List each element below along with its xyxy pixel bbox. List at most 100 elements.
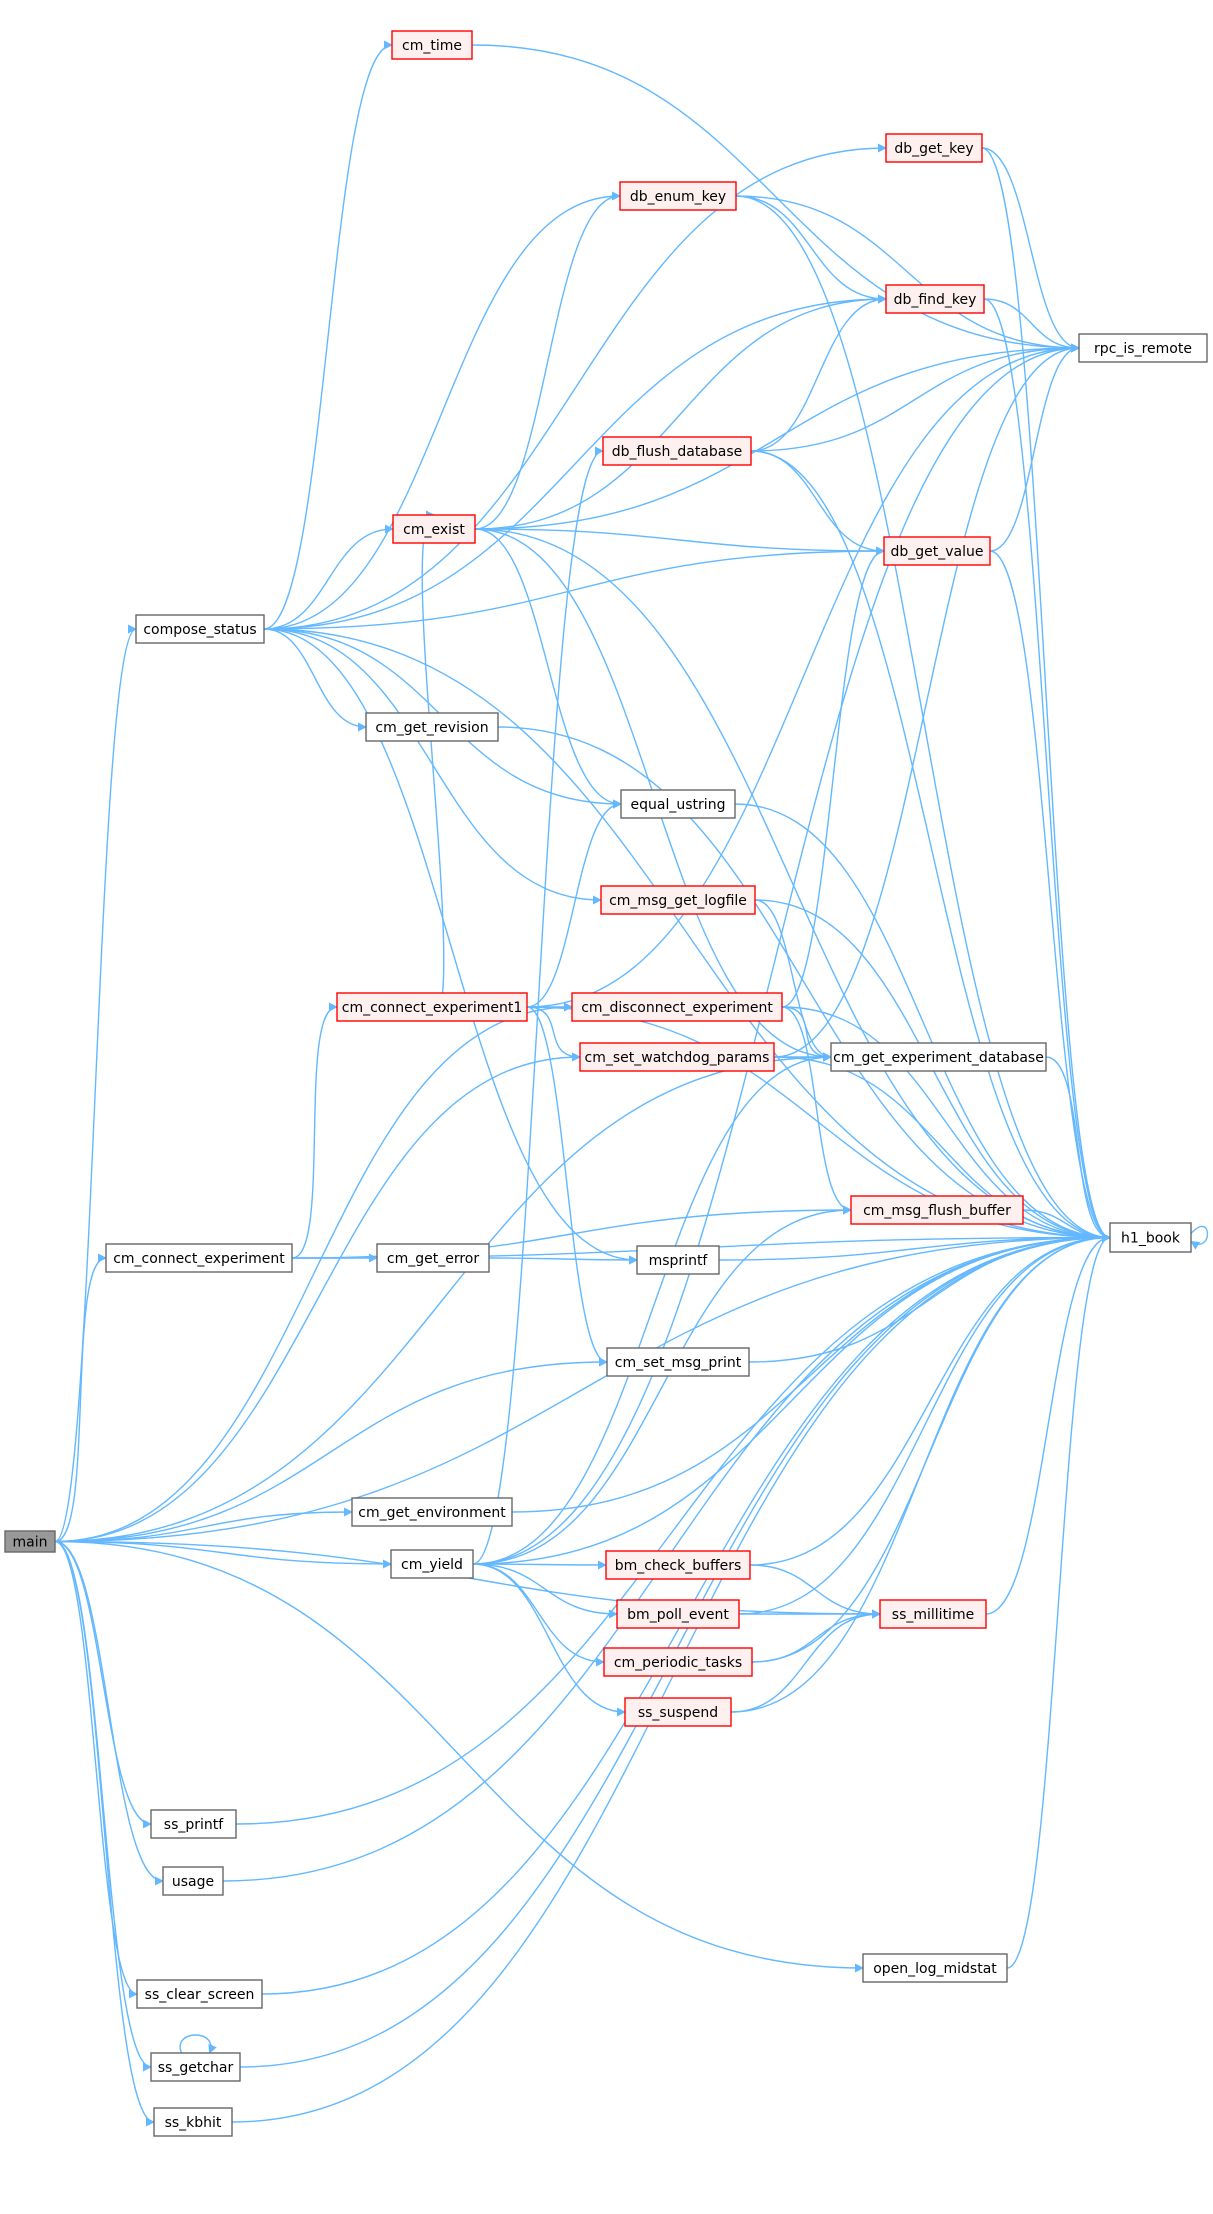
call-edge-ss_getchar-to-ss_getchar: [179, 2034, 217, 2054]
node-db-enum-key[interactable]: db_enum_key: [619, 181, 737, 211]
node-db-get-key[interactable]: db_get_key: [885, 133, 983, 163]
call-edge-compose_status-to-cm_exist: [263, 524, 394, 630]
call-edge-db_flush_database-to-db_get_value: [750, 450, 885, 556]
node-box: [1109, 1222, 1192, 1253]
node-main[interactable]: main: [4, 1530, 56, 1553]
node-label: cm_periodic_tasks: [614, 1655, 742, 1671]
call-edge-main-to-ss_kbhit: [54, 1540, 155, 2127]
node-cm-get-error[interactable]: cm_get_error: [376, 1243, 490, 1273]
call-edge-db_get_key-to-rpc_is_remote: [981, 147, 1080, 353]
node-ss-kbhit[interactable]: ss_kbhit: [153, 2107, 233, 2137]
node-db-get-value[interactable]: db_get_value: [883, 536, 991, 566]
node-cm-disconnect-experiment[interactable]: cm_disconnect_experiment: [571, 992, 783, 1022]
call-edge-main-to-cm_set_watchdog_params: [54, 1052, 581, 1543]
node-cm-msg-flush-buffer[interactable]: cm_msg_flush_buffer: [850, 1195, 1024, 1225]
node-cm-msg-get-logfile[interactable]: cm_msg_get_logfile: [600, 885, 756, 915]
node-label: db_enum_key: [630, 189, 726, 205]
node-rpc-is-remote[interactable]: rpc_is_remote: [1078, 333, 1208, 363]
node-cm-get-environment[interactable]: cm_get_environment: [351, 1497, 513, 1527]
call-edge-main-to-h1_book: [54, 1233, 1111, 1543]
node-cm-connect-experiment1[interactable]: cm_connect_experiment1: [336, 992, 528, 1022]
node-cm-exist[interactable]: cm_exist: [392, 514, 476, 544]
node-box: [336, 992, 528, 1022]
node-label: cm_get_environment: [358, 1505, 506, 1521]
node-label: ss_millitime: [892, 1607, 974, 1623]
node-box: [624, 1697, 732, 1727]
node-db-find-key[interactable]: db_find_key: [885, 284, 985, 314]
node-box: [351, 1497, 513, 1527]
node-box: [162, 1866, 224, 1896]
node-ss-suspend[interactable]: ss_suspend: [624, 1697, 732, 1727]
node-msprintf[interactable]: msprintf: [636, 1245, 720, 1275]
call-edge-cm_exist-to-db_enum_key: [474, 191, 621, 530]
call-edge-bm_check_buffers-to-h1_book: [749, 1233, 1111, 1566]
node-h1-book[interactable]: h1_book: [1109, 1222, 1192, 1253]
node-box: [579, 1042, 775, 1072]
node-label: db_get_value: [890, 544, 983, 560]
call-edge-cm_exist-to-db_find_key: [474, 294, 887, 530]
node-label: bm_check_buffers: [615, 1558, 742, 1574]
call-edge-cm_get_revision-to-h1_book: [497, 726, 1111, 1242]
node-label: rpc_is_remote: [1094, 341, 1192, 357]
node-ss-getchar[interactable]: ss_getchar: [150, 2052, 241, 2082]
call-edge-main-to-cm_connect_experiment: [54, 1253, 107, 1543]
node-cm-set-watchdog-params[interactable]: cm_set_watchdog_params: [579, 1042, 775, 1072]
node-box: [376, 1243, 490, 1273]
node-label: cm_set_watchdog_params: [585, 1050, 770, 1066]
node-ss-printf[interactable]: ss_printf: [150, 1809, 237, 1839]
node-cm-get-revision[interactable]: cm_get_revision: [365, 712, 499, 742]
call-edge-main-to-ss_printf: [54, 1540, 152, 1829]
node-box: [603, 1647, 753, 1677]
node-label: cm_get_error: [387, 1251, 479, 1267]
node-label: db_get_key: [894, 141, 973, 157]
call-edge-cm_yield-to-cm_periodic_tasks: [472, 1563, 605, 1667]
node-open-log-midstat[interactable]: open_log_midstat: [862, 1953, 1008, 1983]
node-label: ss_kbhit: [165, 2115, 222, 2131]
node-box: [390, 1549, 474, 1579]
node-label: cm_time: [402, 38, 462, 54]
call-edge-cm_yield-to-h1_book: [472, 1233, 1111, 1565]
node-label: cm_connect_experiment: [113, 1251, 285, 1267]
node-label: main: [13, 1535, 48, 1551]
call-edge-cm_connect_experiment1-to-rpc_is_remote: [526, 343, 1080, 1008]
node-compose-status[interactable]: compose_status: [135, 614, 265, 644]
node-cm-connect-experiment[interactable]: cm_connect_experiment: [105, 1243, 293, 1273]
call-edge-db_enum_key-to-rpc_is_remote: [735, 195, 1080, 353]
node-box: [885, 284, 985, 314]
call-edge-cm_time-to-rpc_is_remote: [471, 44, 1080, 353]
node-cm-yield[interactable]: cm_yield: [390, 1549, 474, 1579]
call-edge-db_find_key-to-rpc_is_remote: [983, 298, 1080, 353]
node-ss-millitime[interactable]: ss_millitime: [879, 1599, 987, 1629]
call-edge-open_log_midstat-to-h1_book: [1006, 1233, 1111, 1969]
call-edge-cm_get_environment-to-h1_book: [511, 1233, 1111, 1513]
node-label: ss_clear_screen: [145, 1987, 255, 2003]
node-ss-clear-screen[interactable]: ss_clear_screen: [136, 1979, 263, 2009]
node-cm-set-msg-print[interactable]: cm_set_msg_print: [606, 1347, 750, 1377]
node-label: cm_yield: [401, 1557, 463, 1573]
call-edge-main-to-cm_disconnect_experiment: [54, 1002, 573, 1543]
node-box: [105, 1243, 293, 1273]
node-bm-poll-event[interactable]: bm_poll_event: [616, 1599, 740, 1629]
call-edge-cm_disconnect_experiment-to-cm_get_experiment_database: [781, 1006, 832, 1062]
node-usage[interactable]: usage: [162, 1866, 224, 1896]
node-cm-get-experiment-database[interactable]: cm_get_experiment_database: [830, 1042, 1047, 1072]
call-edge-cm_get_error-to-msprintf: [488, 1255, 638, 1265]
node-equal-ustring[interactable]: equal_ustring: [620, 789, 736, 819]
call-edge-cm_set_msg_print-to-h1_book: [748, 1233, 1111, 1363]
node-cm-time[interactable]: cm_time: [391, 30, 473, 60]
call-edge-db_get_key-to-h1_book: [981, 147, 1111, 1242]
node-label: ss_suspend: [638, 1705, 718, 1721]
node-box: [365, 712, 499, 742]
node-cm-periodic-tasks[interactable]: cm_periodic_tasks: [603, 1647, 753, 1677]
call-edge-bm_check_buffers-to-ss_millitime: [749, 1564, 881, 1619]
node-box: [606, 1347, 750, 1377]
node-label: cm_msg_get_logfile: [609, 893, 747, 909]
node-box: [153, 2107, 233, 2137]
node-bm-check-buffers[interactable]: bm_check_buffers: [605, 1550, 751, 1580]
node-db-flush-database[interactable]: db_flush_database: [602, 436, 752, 466]
call-edge-cm_yield-to-cm_msg_flush_buffer: [472, 1205, 852, 1565]
node-box: [4, 1530, 56, 1553]
call-edge-db_flush_database-to-db_find_key: [750, 294, 887, 452]
call-edge-cm_periodic_tasks-to-ss_millitime: [751, 1609, 881, 1663]
